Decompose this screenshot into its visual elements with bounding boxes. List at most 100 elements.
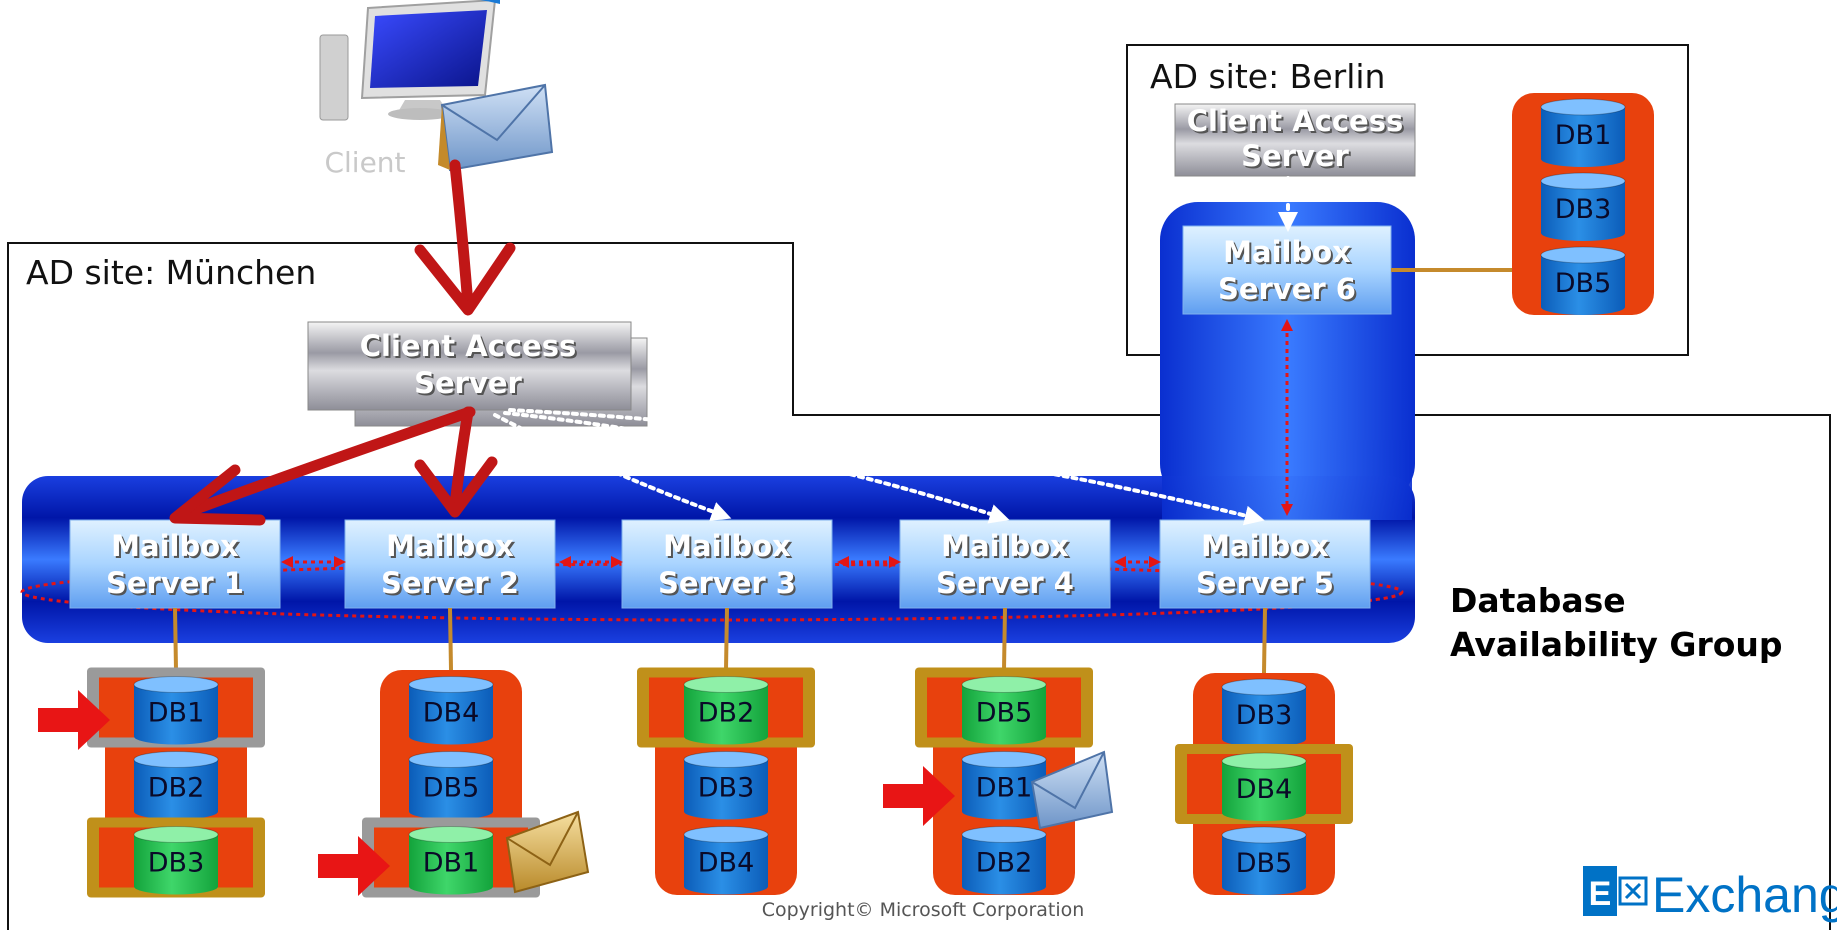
cas-munchen-line1: Client Access xyxy=(360,329,576,363)
client-email-envelope-icon xyxy=(438,83,554,172)
proxy-arrow-server4 xyxy=(503,411,1010,524)
mailbox-server-6-line2: Server 6 xyxy=(1218,272,1356,306)
client-access-arrows xyxy=(169,159,516,526)
db-label: DB1 xyxy=(1555,120,1612,151)
db-cylinder-db3: DB3 xyxy=(1540,172,1626,241)
db-label: DB3 xyxy=(1236,700,1293,731)
db-label: DB3 xyxy=(698,773,755,804)
exchange-brand-name: Exchange xyxy=(1652,867,1837,923)
db-label: DB3 xyxy=(148,848,205,879)
db-cylinder-db3: DB3 xyxy=(87,817,265,898)
svg-text:Mailbox: Mailbox xyxy=(1225,237,1353,271)
db-label: DB4 xyxy=(1236,774,1293,805)
proxy-arrow-server5 xyxy=(508,408,1265,526)
db-label: DB4 xyxy=(698,848,755,879)
connector-server-1 xyxy=(173,607,178,671)
exchange-logo: E Exchange xyxy=(1583,866,1837,923)
cas-munchen-line2: Server xyxy=(414,366,522,400)
cas-munchen: Client Access Client Access Server Serve… xyxy=(307,321,648,427)
db-label: DB3 xyxy=(1555,194,1612,225)
svg-text:Mailbox: Mailbox xyxy=(1203,531,1331,565)
db-cylinder-db5: DB5 xyxy=(1221,826,1307,895)
cas-berlin-line2: Server xyxy=(1241,139,1349,173)
mailbox-server-2-line1: Mailbox xyxy=(386,529,514,563)
svg-text:Server 6: Server 6 xyxy=(1220,274,1358,308)
connector-server-3 xyxy=(724,607,729,671)
mailbox-server-1-line1: Mailbox xyxy=(111,529,239,563)
dag-label-line1: Database xyxy=(1450,581,1626,620)
berlin-site-label: AD site: Berlin xyxy=(1150,57,1385,96)
db-cylinder-db4: DB4 xyxy=(683,826,769,895)
mailbox-server-5-line1: Mailbox xyxy=(1201,529,1329,563)
mailbox-server-3-line1: Mailbox xyxy=(663,529,791,563)
db-label: DB5 xyxy=(1236,848,1293,879)
dag-label-line2: Availability Group xyxy=(1450,625,1783,664)
cas-berlin-line1: Client Access xyxy=(1187,104,1403,138)
db-label: DB4 xyxy=(423,698,480,729)
db-cylinder-db3: DB3 xyxy=(1221,678,1307,747)
db-label: DB5 xyxy=(976,698,1033,729)
db-label: DB2 xyxy=(698,698,755,729)
mailbox-server-6-line1: Mailbox xyxy=(1223,235,1351,269)
db-cylinder-db4: DB4 xyxy=(408,676,494,745)
svg-text:E: E xyxy=(1589,875,1612,913)
munchen-site-label: AD site: München xyxy=(26,253,316,292)
dag-replication-ring xyxy=(20,562,1404,622)
svg-text:Client Access: Client Access xyxy=(1189,106,1405,140)
db-email-envelope-icon xyxy=(1030,750,1114,830)
db-cylinder-db2: DB2 xyxy=(961,826,1047,895)
mailbox-server-4-line2: Server 4 xyxy=(936,566,1074,600)
db-label: DB1 xyxy=(148,698,205,729)
munchen-site-outline xyxy=(7,242,1831,930)
db-cylinder-db4: DB4 xyxy=(1175,744,1353,824)
svg-text:Client Access: Client Access xyxy=(362,331,578,365)
mailbox-server-2-line2: Server 2 xyxy=(381,566,519,600)
connector-server-2 xyxy=(448,607,453,671)
server-db-connectors xyxy=(173,268,1512,674)
db-cylinder-db5: DB5 xyxy=(408,751,494,820)
client-computer: Client xyxy=(319,0,554,179)
connector-server-4 xyxy=(1002,607,1007,671)
svg-text:Mailbox: Mailbox xyxy=(388,531,516,565)
arrow-client-to-cas xyxy=(449,159,474,311)
svg-text:Server: Server xyxy=(1243,141,1351,175)
cas-proxy-arrows xyxy=(493,176,1298,526)
db-label: DB2 xyxy=(148,773,205,804)
svg-text:Mailbox: Mailbox xyxy=(113,531,241,565)
db-cylinder-db2: DB2 xyxy=(133,751,219,820)
svg-text:Server 3: Server 3 xyxy=(660,568,798,602)
db-cylinder-db5: DB5 xyxy=(1540,246,1626,315)
copyright-text: Copyright© Microsoft Corporation xyxy=(762,899,1085,921)
svg-text:Mailbox: Mailbox xyxy=(943,531,1071,565)
arrow-cas-to-mailbox-2 xyxy=(449,406,474,511)
active-db-pointer-arrows xyxy=(38,690,955,896)
connector-server-5 xyxy=(1262,607,1267,674)
svg-text:Server: Server xyxy=(416,368,524,402)
exchange-logo-icon xyxy=(1583,866,1617,916)
mailbox-server-4-line1: Mailbox xyxy=(941,529,1069,563)
db-cylinder-db2: DB2 xyxy=(637,667,815,748)
db-email-envelope-icon xyxy=(505,810,590,894)
proxy-arrow-server3 xyxy=(493,413,732,521)
db-cylinder-db5: DB5 xyxy=(915,667,1093,748)
desktop-computer-icon xyxy=(319,0,500,121)
replication-arrows xyxy=(281,319,1293,568)
db-label: DB5 xyxy=(423,773,480,804)
mailbox-server-1-line2: Server 1 xyxy=(106,566,244,600)
arrow-cas-to-mailbox-1 xyxy=(174,406,476,521)
svg-text:Server 4: Server 4 xyxy=(938,568,1076,602)
db-label: DB2 xyxy=(976,848,1033,879)
db-cylinder-db3: DB3 xyxy=(683,751,769,820)
mailbox-server-5-line2: Server 5 xyxy=(1196,566,1334,600)
